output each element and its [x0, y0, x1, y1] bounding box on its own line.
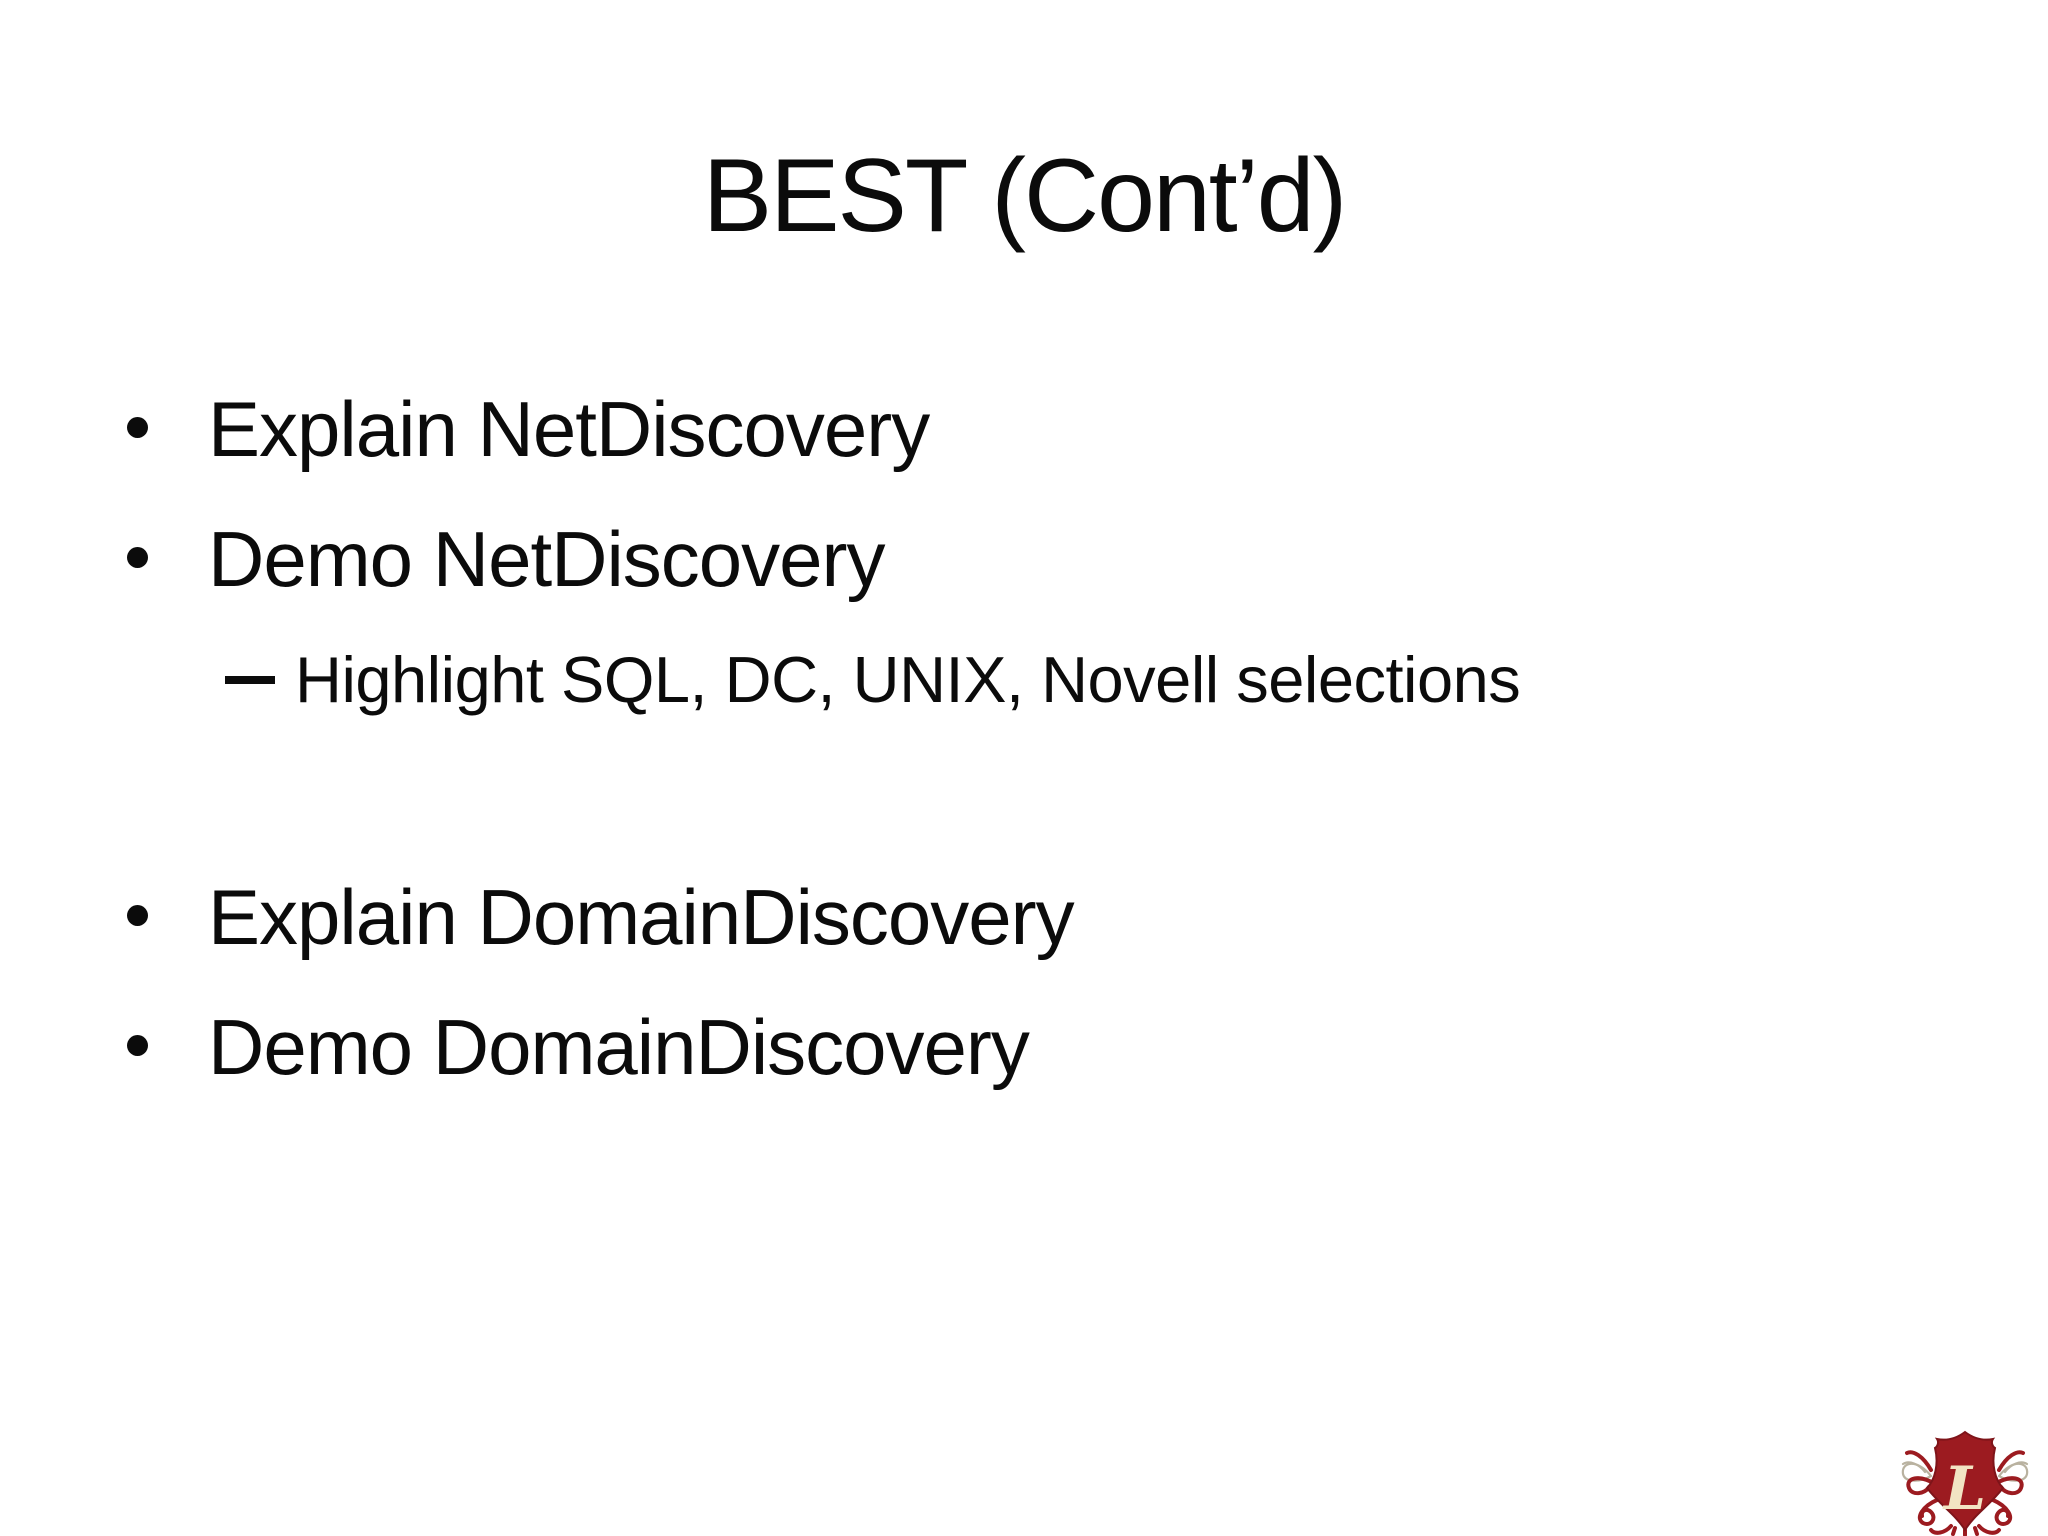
- bullet-icon: [127, 417, 148, 438]
- slide-title: BEST (Cont’d): [702, 138, 1348, 254]
- crest-logo: L: [1901, 1430, 2029, 1536]
- sub-bullet-text: Highlight SQL, DC, UNIX, Novell selectio…: [295, 643, 1521, 716]
- sub-bullet-item: Highlight SQL, DC, UNIX, Novell selectio…: [225, 643, 1521, 716]
- bullet-text: Demo NetDiscovery: [208, 515, 886, 603]
- logo-letter: L: [1942, 1454, 1986, 1524]
- bullet-item: Demo NetDiscovery: [127, 515, 886, 603]
- crest-shield: [1925, 1430, 2005, 1532]
- bullet-icon: [127, 905, 148, 926]
- dash-icon: [225, 676, 275, 684]
- bullet-item: Demo DomainDiscovery: [127, 1003, 1030, 1091]
- bullet-text: Explain DomainDiscovery: [208, 873, 1075, 961]
- bullet-item: Explain DomainDiscovery: [127, 873, 1075, 961]
- bullet-icon: [127, 1035, 148, 1056]
- bullet-item: Explain NetDiscovery: [127, 385, 930, 473]
- crest-red-flourishes: [1905, 1450, 2025, 1536]
- bullet-text: Demo DomainDiscovery: [208, 1003, 1030, 1091]
- bullet-text: Explain NetDiscovery: [208, 385, 930, 473]
- bullet-icon: [127, 547, 148, 568]
